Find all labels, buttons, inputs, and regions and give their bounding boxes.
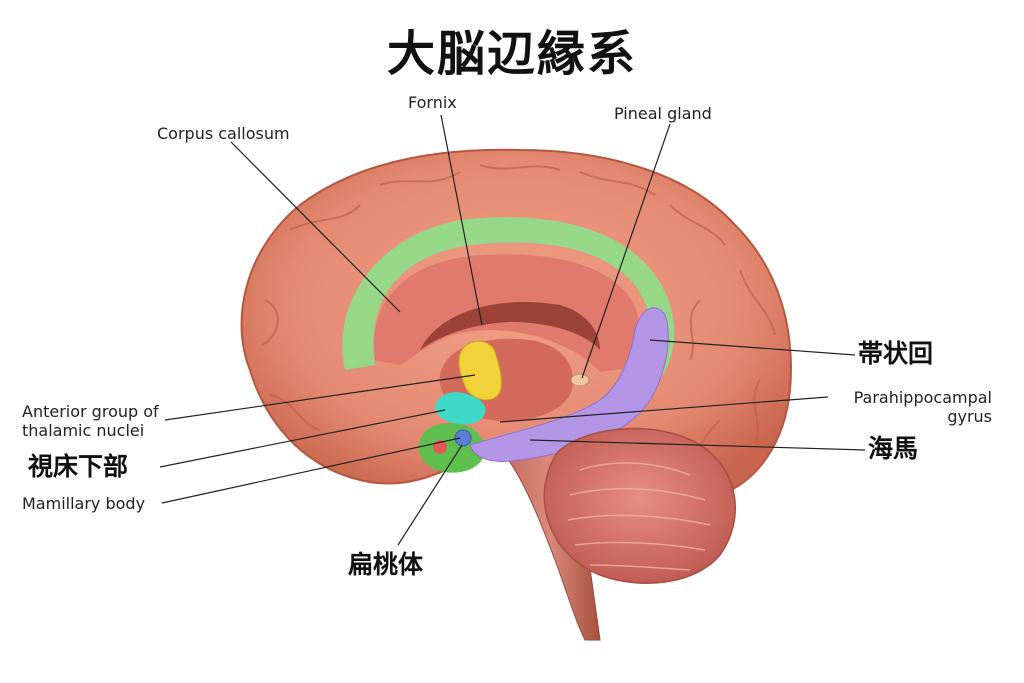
leader-cingulate bbox=[649, 339, 856, 356]
label-parahippocampal-line1: Parahippocampal bbox=[853, 388, 992, 407]
leader-parahippocampal bbox=[499, 396, 829, 423]
label-hippocampus: 海馬 bbox=[868, 434, 919, 463]
label-hypothalamus: 視床下部 bbox=[28, 452, 129, 481]
leader-fornix bbox=[440, 114, 483, 326]
leader-corpus-callosum bbox=[230, 141, 401, 313]
leader-hippocampus bbox=[529, 439, 866, 451]
leader-hypothalamus bbox=[159, 409, 446, 468]
anterior-thalamic-nuclei bbox=[458, 340, 502, 401]
pineal-gland bbox=[570, 373, 590, 387]
leader-pineal-gland bbox=[581, 123, 671, 379]
label-cingulate-gyrus: 帯状回 bbox=[858, 339, 934, 368]
cingulate-gyrus bbox=[342, 217, 675, 380]
label-pineal-gland: Pineal gland bbox=[614, 104, 712, 123]
hypothalamus bbox=[435, 392, 486, 425]
label-parahippocampal-line2: gyrus bbox=[947, 407, 992, 426]
label-anterior-line2: thalamic nuclei bbox=[22, 421, 145, 440]
label-anterior-thalamic-nuclei: Anterior group of thalamic nuclei bbox=[22, 402, 159, 440]
label-anterior-line1: Anterior group of bbox=[22, 402, 159, 421]
label-mamillary-body: Mamillary body bbox=[22, 494, 146, 513]
label-parahippocampal-gyrus: Parahippocampal gyrus bbox=[830, 388, 992, 426]
leader-mamillary bbox=[161, 437, 461, 504]
hippocampus bbox=[469, 307, 669, 462]
leader-amygdala bbox=[397, 444, 463, 546]
label-corpus-callosum: Corpus callosum bbox=[157, 124, 290, 143]
label-fornix: Fornix bbox=[408, 93, 457, 112]
page-title: 大脳辺縁系 bbox=[386, 26, 637, 82]
cerebellum-folia bbox=[567, 462, 711, 571]
fornix bbox=[420, 302, 600, 350]
label-amygdala: 扁桃体 bbox=[348, 550, 424, 579]
mamillary-body bbox=[454, 429, 472, 447]
leader-lines bbox=[159, 114, 866, 546]
leader-anterior bbox=[164, 374, 476, 421]
